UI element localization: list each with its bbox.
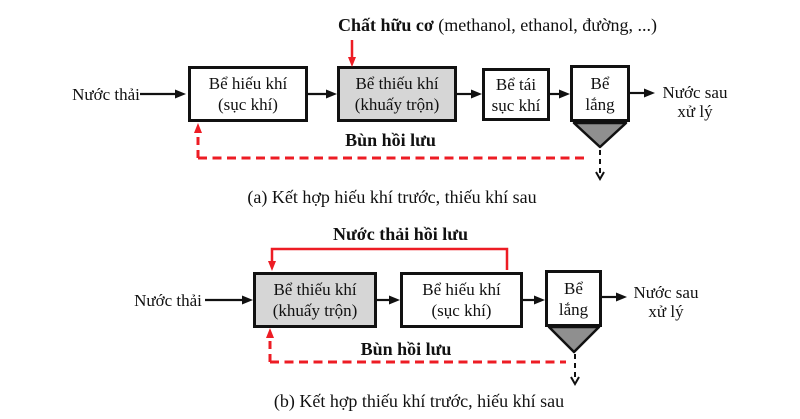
aerobic-tank-mode-a: (sục khí) [218,95,278,114]
effluent-label-a: Nước sau xử lý [647,83,743,121]
caption-b: (b) Kết hợp thiếu khí trước, hiếu khí sa… [273,391,565,411]
aerobic-tank-box-b: Bể hiếu khí (sục khí) [400,272,523,328]
sludge-return-label-a: Bùn hồi lưu [345,130,436,150]
settling-tank-name-line1-a: Bể [590,73,610,93]
anoxic-tank-mode-b: (khuấy trộn) [272,301,358,320]
arrow-aerobic-to-settling-b [523,295,545,305]
effluent-label-b-line1: Nước sau [633,283,699,302]
aerobic-tank-name-a: Bể hiếu khí [208,74,288,93]
anoxic-tank-mode-a: (khuấy trộn) [354,95,440,114]
recycle-label-b: Nước thải hồi lưu [332,224,469,244]
organic-matter-label: Chất hữu cơ (methanol, ethanol, đường, .… [338,15,657,36]
organic-dosing-arrow-a [348,40,356,67]
waste-sludge-arrow-b [570,354,580,387]
reaeration-tank-name-line2: sục khí [491,95,541,115]
anoxic-tank-name-a: Bể thiếu khí [355,74,439,93]
settling-funnel-b [547,325,601,354]
arrow-aerobic-to-anoxic-a [308,89,337,99]
settling-tank-name-line2-a: lắng [585,94,615,114]
anoxic-tank-name-b: Bể thiếu khí [273,280,357,299]
anoxic-tank-box-a: Bể thiếu khí (khuấy trộn) [337,66,457,122]
caption-a: (a) Kết hợp hiếu khí trước, thiếu khí sa… [247,187,537,207]
arrow-reaeration-to-settling-a [550,89,570,99]
arrow-anoxic-to-reaeration-a [457,89,482,99]
waste-sludge-arrow-a [595,150,605,182]
effluent-label-b: Nước sau xử lý [618,283,714,321]
sludge-return-label-b: Bùn hồi lưu [360,339,452,359]
settling-tank-box-a: Bể lắng [570,65,630,122]
organic-matter-label-bold: Chất hữu cơ [338,15,434,35]
effluent-label-a-line2: xử lý [677,102,713,121]
settling-tank-box-b: Bể lắng [545,270,602,327]
influent-label-a: Nước thải [72,85,140,104]
arrow-anoxic-to-aerobic-b [377,295,400,305]
reaeration-tank-name-line1: Bể tái [495,74,537,94]
effluent-label-b-line2: xử lý [648,302,684,321]
effluent-label-a-line1: Nước sau [662,83,728,102]
internal-recycle-line-b [268,247,509,271]
settling-tank-name-line2-b: lắng [558,299,589,319]
aerobic-tank-box-a: Bể hiếu khí (sục khí) [188,66,308,122]
aerobic-tank-name-b: Bể hiếu khí [422,280,501,299]
reaeration-tank-box-a: Bể tái sục khí [482,68,550,121]
anoxic-tank-box-b: Bể thiếu khí (khuấy trộn) [253,272,377,328]
settling-funnel-a [572,121,628,149]
influent-label-b: Nước thải [134,291,202,310]
organic-matter-label-detail: (methanol, ethanol, đường, ...) [433,15,658,35]
influent-arrow-b [205,295,253,305]
aerobic-tank-mode-b: (sục khí) [431,301,492,320]
settling-tank-name-line1-b: Bể [564,278,583,298]
